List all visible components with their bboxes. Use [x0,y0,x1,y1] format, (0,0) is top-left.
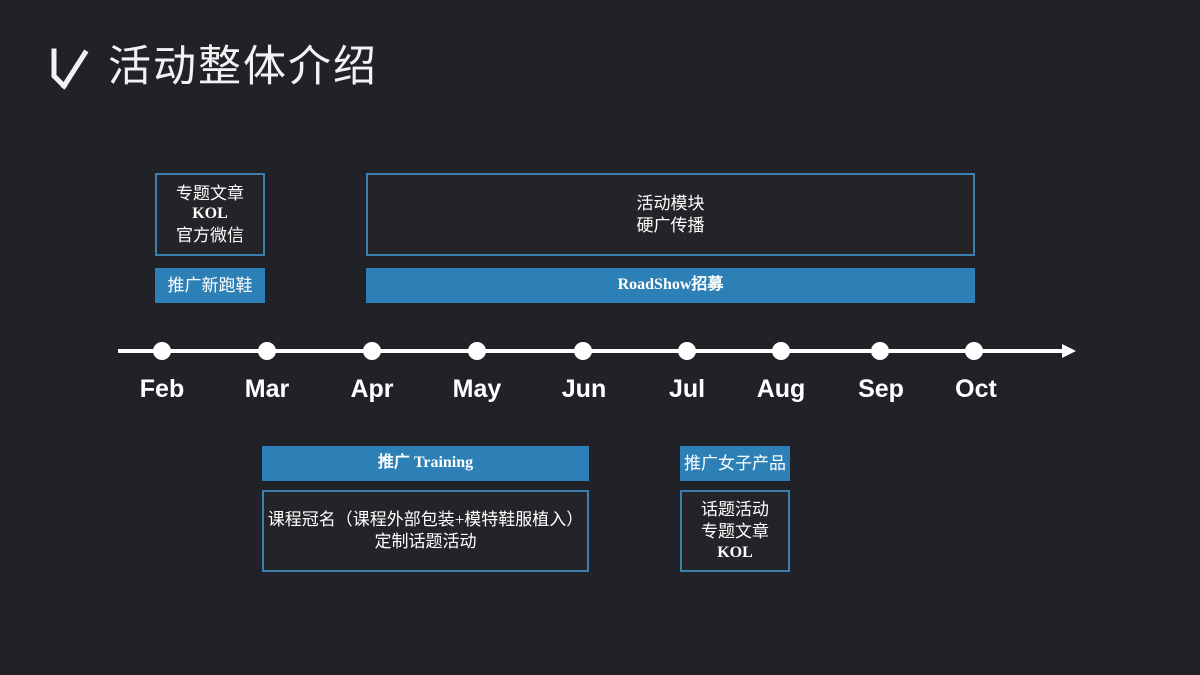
block-left-top-filled[interactable]: 推广新跑鞋 [155,268,265,303]
timeline-marker [574,342,592,360]
timeline-label-oct: Oct [955,375,997,403]
block-line: 话题活动 [701,500,769,520]
timeline-label-may: May [452,375,502,403]
block-line: 推广女子产品 [684,453,786,473]
timeline-label-aug: Aug [756,375,806,403]
timeline-label-mar: Mar [244,375,290,403]
slide-header: 活动整体介绍 [48,36,378,98]
block-line: 活动模块 [636,193,705,213]
timeline-marker [772,342,790,360]
timeline-marker [468,342,486,360]
timeline-marker [153,342,171,360]
block-line: KOL [192,205,228,223]
block-left-bottom-outlined[interactable]: 课程冠名（课程外部包装+模特鞋服植入） 定制话题活动 [262,490,589,572]
block-line: KOL [717,543,753,561]
block-line: 硬广传播 [636,215,705,235]
block-line: 官方微信 [176,225,244,245]
block-left-top-outlined[interactable]: 专题文章 KOL 官方微信 [155,173,265,256]
block-left-bottom-filled[interactable]: 推广 Training [262,446,589,481]
timeline-label-jul: Jul [668,375,706,403]
timeline-label-jun: Jun [561,375,607,403]
block-line: 推广新跑鞋 [167,275,253,295]
block-right-top-outlined[interactable]: 活动模块 硬广传播 [366,173,975,256]
block-line: 专题文章 [701,521,769,541]
timeline-marker [965,342,983,360]
page-title: 活动整体介绍 [108,43,378,91]
timeline-marker [871,342,889,360]
timeline-marker [258,342,276,360]
block-right-bottom-outlined[interactable]: 话题活动 专题文章 KOL [680,490,790,572]
block-line: 课程冠名（课程外部包装+模特鞋服植入） [267,510,584,530]
timeline-marker [363,342,381,360]
block-right-top-filled[interactable]: RoadShow招募 [366,268,975,303]
timeline-label-sep: Sep [858,375,904,403]
block-line: 推广 Training [377,454,474,472]
timeline-marker [678,342,696,360]
block-right-bottom-filled[interactable]: 推广女子产品 [680,446,790,481]
block-line: RoadShow招募 [617,276,724,294]
timeline-label-apr: Apr [350,375,394,403]
block-line: 定制话题活动 [374,532,477,551]
timeline-label-feb: Feb [139,375,185,403]
block-line: 专题文章 [176,183,244,203]
k-logo-icon [51,48,89,90]
